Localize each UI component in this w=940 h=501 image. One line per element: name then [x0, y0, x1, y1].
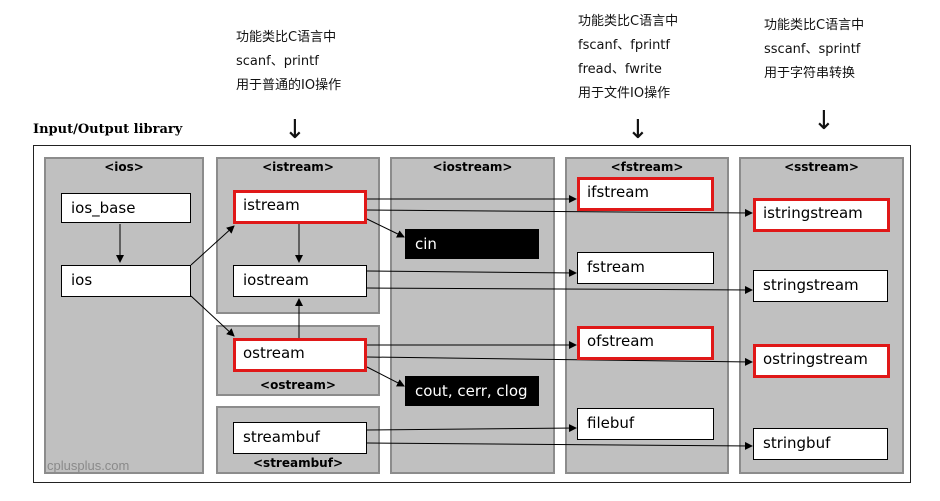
class-box-ofstream: ofstream: [577, 326, 714, 360]
down-arrow-icon: ↓: [284, 115, 306, 145]
annotation-line: sscanf、sprintf: [764, 42, 861, 57]
down-arrow-icon: ↓: [813, 106, 835, 136]
class-box-stringbuf: stringbuf: [753, 428, 888, 460]
object-box-cout-cerr-clog: cout, cerr, clog: [405, 376, 539, 406]
panel-title-streambuf: <streambuf>: [253, 456, 343, 470]
panel-title-iostream: <iostream>: [432, 160, 513, 174]
class-box-streambuf: streambuf: [233, 422, 367, 454]
class-box-ifstream: ifstream: [577, 177, 714, 211]
annotation-line: fscanf、fprintf: [578, 38, 670, 53]
panel-title-ostream: <ostream>: [260, 378, 336, 392]
class-box-filebuf: filebuf: [577, 408, 714, 440]
annotation-standard-io: 功能类比C语言中 scanf、printf 用于普通的IO操作: [236, 26, 341, 98]
class-box-ostringstream: ostringstream: [753, 344, 890, 378]
down-arrow-icon: ↓: [627, 115, 649, 145]
panel-iostream: <iostream>: [390, 157, 555, 474]
annotation-line: fread、fwrite: [578, 62, 662, 77]
panel-title-sstream: <sstream>: [784, 160, 859, 174]
annotation-line: 用于普通的IO操作: [236, 78, 342, 93]
annotation-line: 功能类比C语言中: [764, 18, 865, 33]
class-box-ios: ios: [61, 265, 191, 297]
annotation-line: 用于字符串转换: [764, 66, 856, 81]
panel-title-fstream: <fstream>: [610, 160, 684, 174]
library-title: Input/Output library: [33, 122, 183, 137]
annotation-line: 功能类比C语言中: [236, 30, 337, 45]
panel-title-ios: <ios>: [104, 160, 144, 174]
annotation-line: scanf、printf: [236, 54, 319, 69]
annotation-string-conversion: 功能类比C语言中 sscanf、sprintf 用于字符串转换: [764, 14, 864, 86]
class-box-ios-base: ios_base: [61, 193, 191, 223]
class-box-istringstream: istringstream: [753, 198, 890, 232]
annotation-line: 功能类比C语言中: [578, 14, 679, 29]
class-box-istream: istream: [233, 190, 367, 224]
watermark: cplusplus.com: [47, 458, 130, 473]
class-box-fstream: fstream: [577, 252, 714, 284]
annotation-file-io: 功能类比C语言中 fscanf、fprintf fread、fwrite 用于文…: [578, 10, 678, 106]
object-box-cin: cin: [405, 229, 539, 259]
class-box-stringstream: stringstream: [753, 270, 888, 302]
class-box-ostream: ostream: [233, 338, 367, 372]
class-box-iostream: iostream: [233, 265, 367, 297]
panel-title-istream: <istream>: [262, 160, 334, 174]
annotation-line: 用于文件IO操作: [578, 86, 671, 101]
